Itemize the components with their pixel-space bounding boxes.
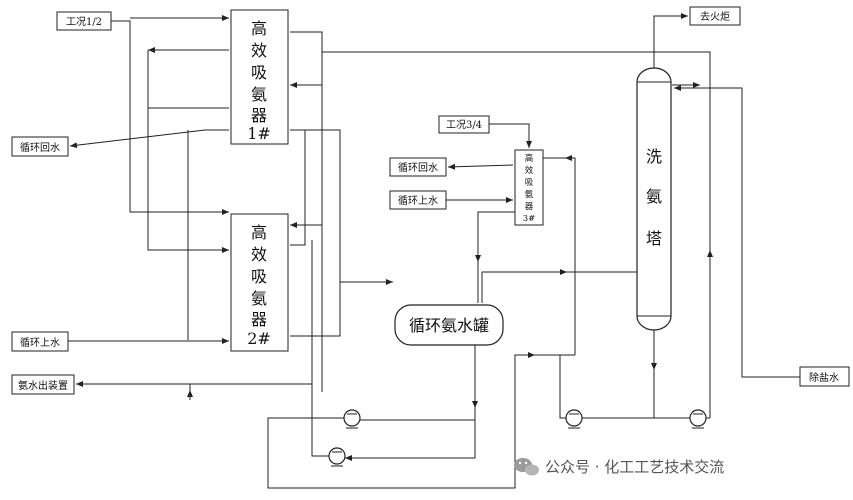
svg-text:氨水出装置: 氨水出装置 [18, 379, 68, 392]
pump-2 [328, 447, 346, 467]
svg-text:洗: 洗 [646, 147, 662, 166]
svg-text:吸: 吸 [251, 267, 267, 286]
stream-condition-12: 工况1/2 [56, 11, 112, 31]
svg-text:循环上水: 循环上水 [20, 336, 60, 349]
stream-supply-water-left: 循环上水 [11, 331, 69, 352]
absorber-3: 高 效 吸 氨 器 3# [514, 149, 544, 226]
svg-text:除盐水: 除盐水 [809, 371, 839, 384]
svg-text:效: 效 [251, 245, 267, 264]
svg-text:循环上水: 循环上水 [398, 194, 438, 207]
stream-condition-34: 工况3/4 [438, 115, 490, 134]
svg-text:高: 高 [525, 153, 534, 164]
svg-text:高: 高 [251, 19, 267, 38]
flow-lines [68, 13, 800, 489]
stream-to-flare: 去火炬 [689, 6, 741, 26]
ammonia-water-tank: 循环氨水罐 [394, 304, 504, 346]
svg-text:吸: 吸 [251, 63, 267, 82]
absorber-1: 高 效 吸 氨 器 1# [230, 9, 289, 145]
svg-text:器: 器 [525, 202, 534, 212]
svg-text:2#: 2# [247, 329, 271, 348]
wash-tower: 洗 氨 塔 [636, 67, 672, 331]
svg-text:1#: 1# [247, 124, 271, 143]
svg-text:吸: 吸 [525, 178, 534, 188]
stream-ammonia-out: 氨水出装置 [11, 374, 75, 395]
stream-return-water-mid: 循环回水 [389, 157, 447, 177]
svg-text:工况3/4: 工况3/4 [446, 119, 482, 131]
svg-text:器: 器 [251, 106, 267, 125]
svg-text:高: 高 [251, 223, 267, 242]
pump-4 [689, 409, 707, 429]
watermark: 公众号 · 化工工艺技术交流 [514, 458, 724, 476]
svg-text:去火炬: 去火炬 [700, 10, 730, 23]
stream-return-water-left: 循环回水 [11, 136, 69, 157]
svg-text:效: 效 [525, 165, 534, 176]
svg-text:器: 器 [251, 310, 267, 329]
svg-text:循环氨水罐: 循环氨水罐 [409, 316, 489, 335]
absorber-2: 高 效 吸 氨 器 2# [230, 213, 289, 352]
stream-desalted-water: 除盐水 [799, 366, 850, 387]
svg-text:氨: 氨 [251, 289, 267, 308]
wechat-icon [514, 458, 539, 476]
svg-text:塔: 塔 [646, 229, 662, 248]
svg-text:3#: 3# [523, 214, 536, 224]
svg-text:氨: 氨 [646, 187, 662, 206]
svg-text:效: 效 [251, 41, 267, 60]
svg-text:公众号 · 化工工艺技术交流: 公众号 · 化工工艺技术交流 [545, 458, 724, 476]
pump-1 [343, 409, 361, 429]
stream-supply-water-mid: 循环上水 [389, 190, 447, 210]
svg-text:循环回水: 循环回水 [20, 141, 60, 154]
svg-text:循环回水: 循环回水 [398, 161, 438, 174]
svg-text:氨: 氨 [251, 85, 267, 104]
svg-text:工况1/2: 工况1/2 [66, 16, 102, 28]
pump-3 [565, 409, 583, 429]
svg-text:氨: 氨 [525, 189, 534, 200]
